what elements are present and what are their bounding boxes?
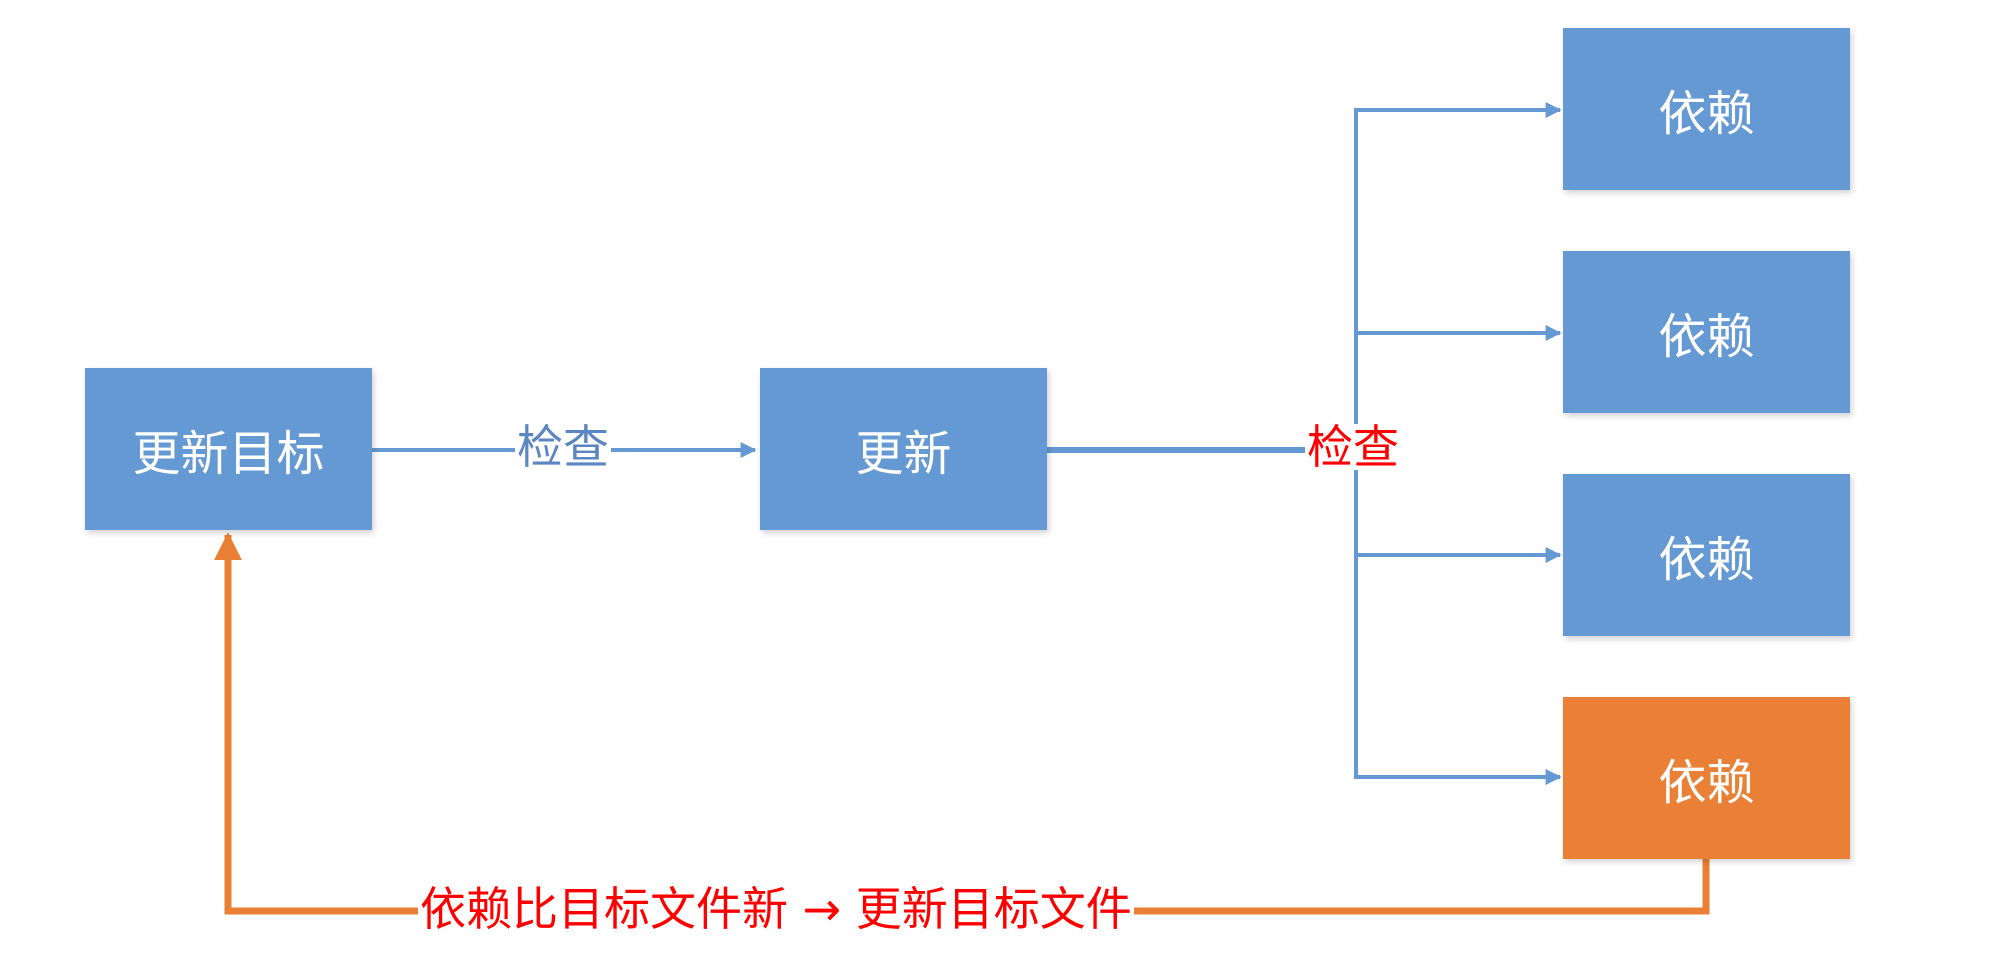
check-label-1: 检查 (515, 420, 611, 474)
dependency-node-3: 依赖 (1563, 474, 1850, 636)
update-node: 更新 (760, 368, 1047, 530)
dependency-node-1: 依赖 (1563, 28, 1850, 190)
dependency-node-label: 依赖 (1658, 755, 1755, 811)
update-node-label: 更新 (855, 426, 952, 482)
check-label-2: 检查 (1305, 420, 1401, 474)
dependency-node-label: 依赖 (1658, 86, 1755, 142)
dependency-node-2: 依赖 (1563, 251, 1850, 413)
target-node-label: 更新目标 (132, 426, 325, 482)
edge-feedback-loop (214, 532, 1710, 915)
dependency-node-label: 依赖 (1658, 309, 1755, 365)
dependency-node-4-newer: 依赖 (1563, 697, 1850, 859)
feedback-label: 依赖比目标文件新 → 更新目标文件 (418, 882, 1134, 936)
target-node: 更新目标 (85, 368, 372, 530)
dependency-node-label: 依赖 (1658, 532, 1755, 588)
